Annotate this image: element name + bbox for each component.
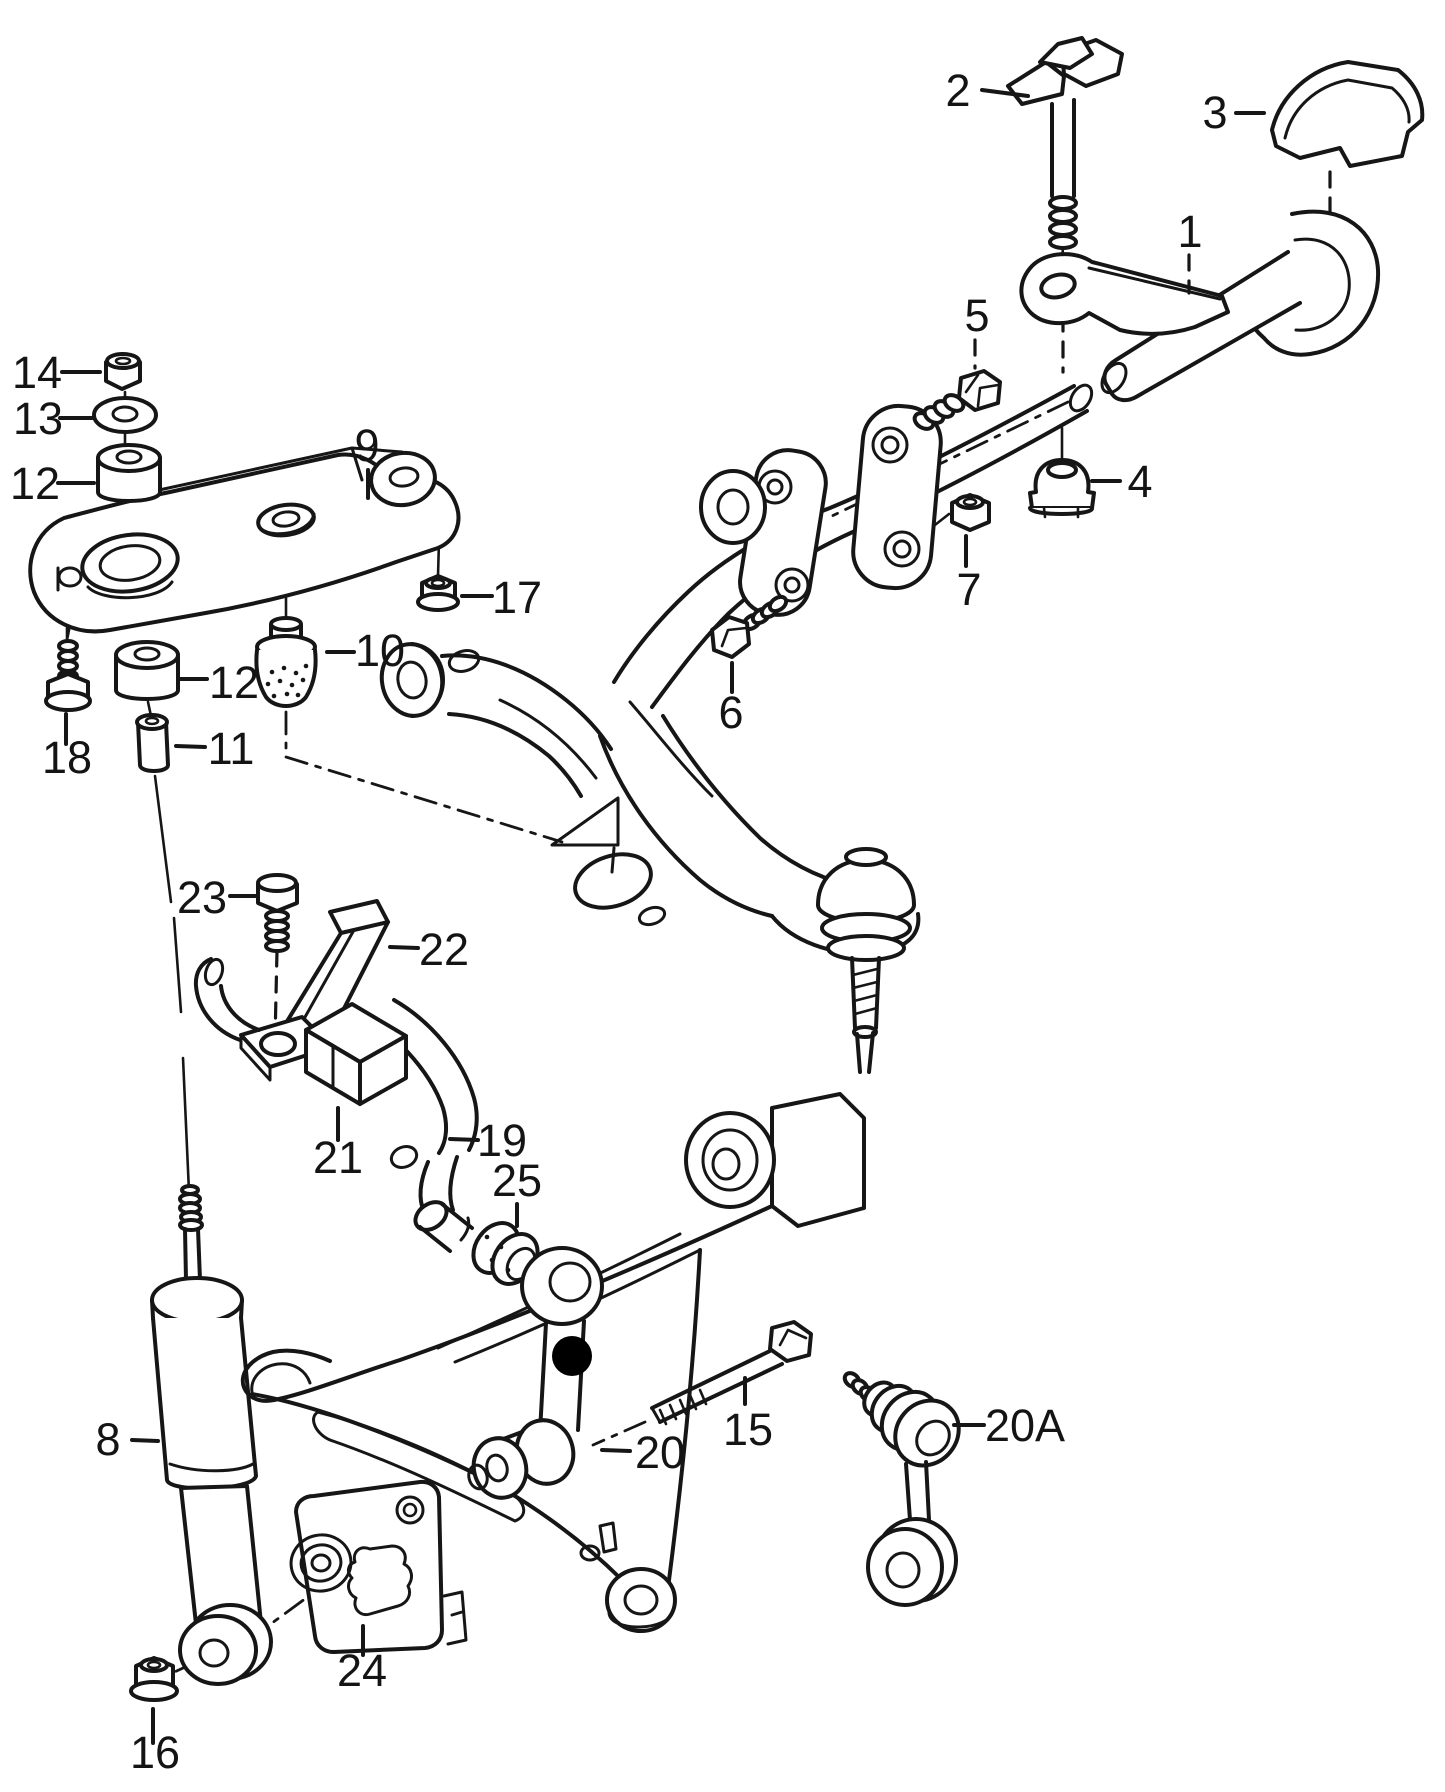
svg-text:9: 9 — [354, 420, 379, 471]
callout-21: 21 — [313, 1106, 363, 1183]
callout-3: 3 — [1202, 87, 1266, 138]
part-22-clamp-bracket — [239, 899, 390, 1082]
svg-text:5: 5 — [964, 290, 989, 341]
part-16-flange-nut — [129, 1656, 179, 1702]
part-19-stabilizer-bar — [193, 957, 479, 1253]
svg-text:21: 21 — [313, 1132, 363, 1183]
callout-2: 2 — [945, 65, 1030, 116]
part-11-spacer-sleeve — [135, 713, 170, 773]
svg-text:4: 4 — [1127, 456, 1152, 507]
callout-22: 22 — [388, 924, 469, 975]
part-12-bushing-upper — [96, 443, 162, 503]
part-8-shock-absorber — [150, 1184, 273, 1686]
callout-12b: 12 — [178, 657, 259, 708]
clamp-plate — [851, 403, 943, 591]
svg-text:23: 23 — [177, 872, 227, 923]
part-1-torsion-bar-arm — [1019, 209, 1381, 403]
callout-17: 17 — [460, 572, 542, 623]
callout-18: 18 — [42, 712, 92, 783]
part-21-rubber-mounting — [304, 1002, 408, 1106]
svg-text:3: 3 — [1202, 87, 1227, 138]
highlight-marker — [552, 1336, 592, 1376]
svg-text:18: 18 — [42, 732, 92, 783]
callout-8: 8 — [95, 1414, 160, 1465]
callout-10: 10 — [325, 625, 405, 676]
part-20a-stabilizer-link — [842, 1371, 961, 1607]
svg-text:20: 20 — [635, 1427, 685, 1478]
callout-25: 25 — [492, 1155, 542, 1228]
callouts: 2 3 1 5 4 7 6 14 13 12 9 17 10 12 11 18 … — [10, 65, 1266, 1778]
callout-1: 1 — [1177, 206, 1203, 295]
callout-20: 20 — [600, 1427, 685, 1478]
part-24-cover-plate — [289, 1479, 468, 1654]
callout-5: 5 — [964, 290, 990, 370]
part-20-stabilizer-link — [467, 1246, 604, 1500]
svg-text:20A: 20A — [985, 1400, 1065, 1451]
callout-9: 9 — [354, 420, 380, 500]
svg-text:7: 7 — [956, 564, 981, 615]
svg-text:19: 19 — [477, 1115, 527, 1166]
callout-13: 13 — [13, 393, 94, 444]
callout-23: 23 — [177, 872, 258, 923]
part-18-screw — [44, 626, 92, 712]
svg-text:11: 11 — [208, 723, 255, 774]
callout-20a: 20A — [952, 1400, 1065, 1451]
svg-text:12: 12 — [10, 458, 60, 509]
callout-4: 4 — [1090, 456, 1153, 507]
part-12-bushing-lower — [114, 640, 180, 701]
part-14-hex-nut — [104, 352, 142, 391]
part-17-flange-nut — [416, 574, 460, 612]
part-13-washer — [92, 396, 158, 434]
svg-text:17: 17 — [492, 572, 542, 623]
callout-6: 6 — [718, 661, 744, 738]
svg-text:2: 2 — [945, 65, 970, 116]
svg-text:6: 6 — [718, 687, 743, 738]
svg-text:25: 25 — [492, 1155, 542, 1206]
part-15-long-bolt — [650, 1320, 813, 1426]
part-7-hex-nut — [950, 493, 991, 532]
svg-text:8: 8 — [95, 1414, 120, 1465]
svg-text:15: 15 — [723, 1404, 773, 1455]
svg-text:16: 16 — [130, 1727, 180, 1778]
callout-12a: 12 — [10, 458, 96, 509]
callout-7: 7 — [956, 534, 982, 615]
part-4-cap-nut — [1028, 458, 1096, 519]
callout-19: 19 — [448, 1115, 527, 1166]
svg-text:22: 22 — [419, 924, 469, 975]
svg-text:1: 1 — [1177, 206, 1202, 257]
callout-11: 11 — [174, 723, 255, 774]
svg-text:12: 12 — [209, 657, 259, 708]
svg-text:14: 14 — [12, 347, 62, 398]
callout-14: 14 — [12, 347, 102, 398]
callout-15: 15 — [723, 1376, 773, 1455]
svg-text:24: 24 — [337, 1645, 387, 1696]
callout-24: 24 — [337, 1624, 387, 1696]
part-2-adjusting-bolt — [1006, 36, 1124, 250]
part-10-rubber-buffer — [254, 616, 318, 708]
part-23-bolt — [256, 873, 299, 953]
svg-text:13: 13 — [13, 393, 63, 444]
part-6-hex-bolt — [710, 594, 789, 659]
callout-16: 16 — [130, 1707, 180, 1778]
part-5-hex-bolt — [912, 369, 1002, 431]
part-9-support-bracket — [28, 446, 461, 634]
trailing-arm — [240, 1092, 866, 1633]
torsion-tube-and-wishbone — [379, 383, 1094, 1074]
svg-text:10: 10 — [355, 625, 405, 676]
